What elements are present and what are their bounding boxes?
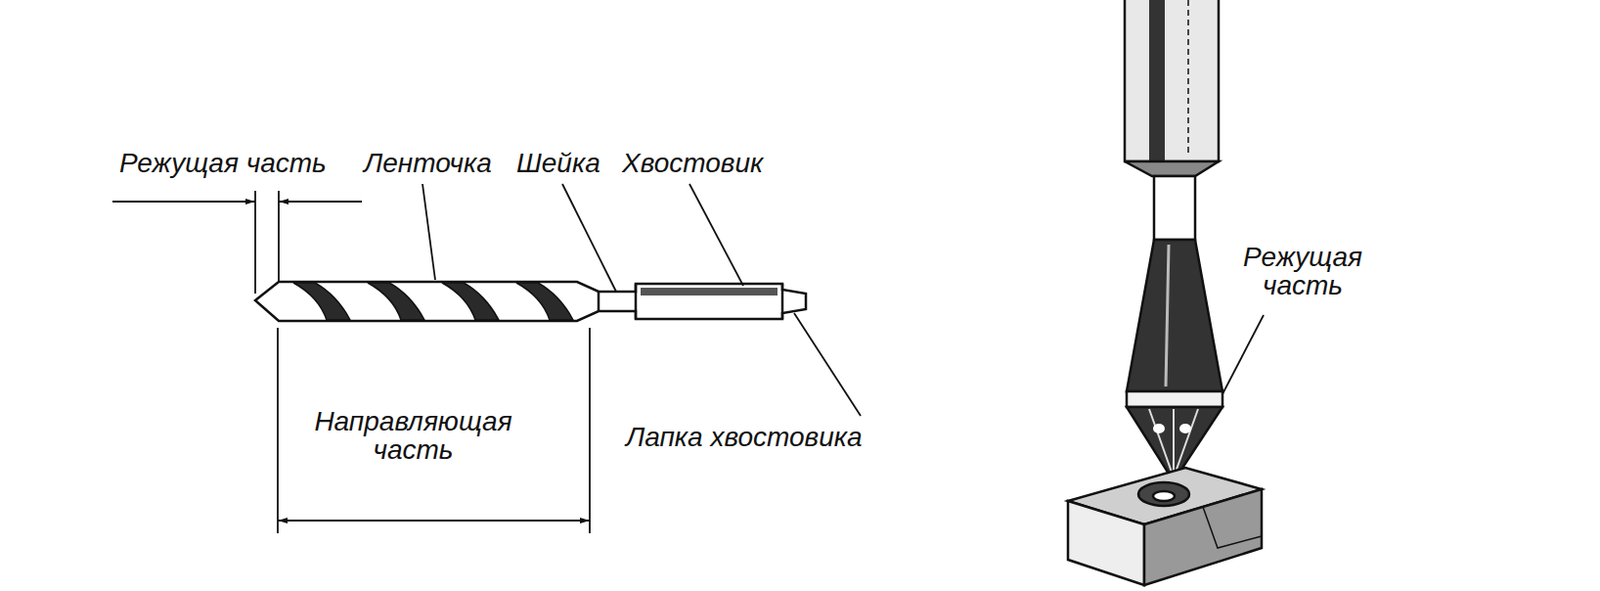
head-band <box>1126 391 1223 407</box>
cutting-part-label: Режущая часть <box>1234 242 1372 301</box>
countersink <box>1124 0 1223 482</box>
tang-edge <box>781 283 785 319</box>
workpiece <box>1067 467 1262 585</box>
leader-line <box>562 183 617 292</box>
tool-holder <box>1124 0 1219 162</box>
dimension-line <box>112 200 256 203</box>
extension-line <box>254 190 257 294</box>
extension-line <box>276 327 279 534</box>
dimensions <box>112 183 1264 534</box>
neck-edge <box>597 291 601 312</box>
drill-flutes <box>293 282 574 320</box>
tang-label: Лапка хвостовика <box>625 422 863 451</box>
extension-line <box>277 190 280 282</box>
land-label: Ленточка <box>363 148 492 178</box>
twist-drill <box>255 281 806 321</box>
tool-shaft <box>1154 176 1196 240</box>
leader-line <box>422 183 436 280</box>
hole-bore <box>1153 490 1175 501</box>
neck-label: Шейка <box>516 148 601 178</box>
extension-line <box>588 327 591 534</box>
drill-flute <box>367 282 425 320</box>
cutting-part-label: Режущая часть <box>119 148 327 178</box>
leader-line <box>794 312 861 416</box>
countersunk-hole <box>1138 482 1190 506</box>
leader-line <box>689 183 744 286</box>
holder-end <box>1124 161 1219 177</box>
dimension-line <box>277 519 590 522</box>
drill-flute <box>442 282 499 320</box>
head-highlight <box>1165 244 1169 387</box>
flute-mark <box>1179 423 1192 434</box>
drill-outline <box>255 281 806 321</box>
flute-mark <box>1153 423 1165 434</box>
workpiece-side <box>1067 500 1145 585</box>
holder-line <box>1187 0 1190 157</box>
cut-section <box>1202 506 1262 548</box>
drill-flute <box>516 282 574 320</box>
shank-shade <box>640 287 778 296</box>
tool-head <box>1126 239 1223 392</box>
drill-flute <box>293 282 351 320</box>
holder-slot <box>1149 0 1165 162</box>
shank-label: Хвостовик <box>622 148 763 178</box>
shank-edge <box>634 283 638 319</box>
cutting-edges <box>1149 408 1199 478</box>
dimension-line <box>278 200 362 203</box>
body-label: Направляющая часть <box>293 406 534 465</box>
